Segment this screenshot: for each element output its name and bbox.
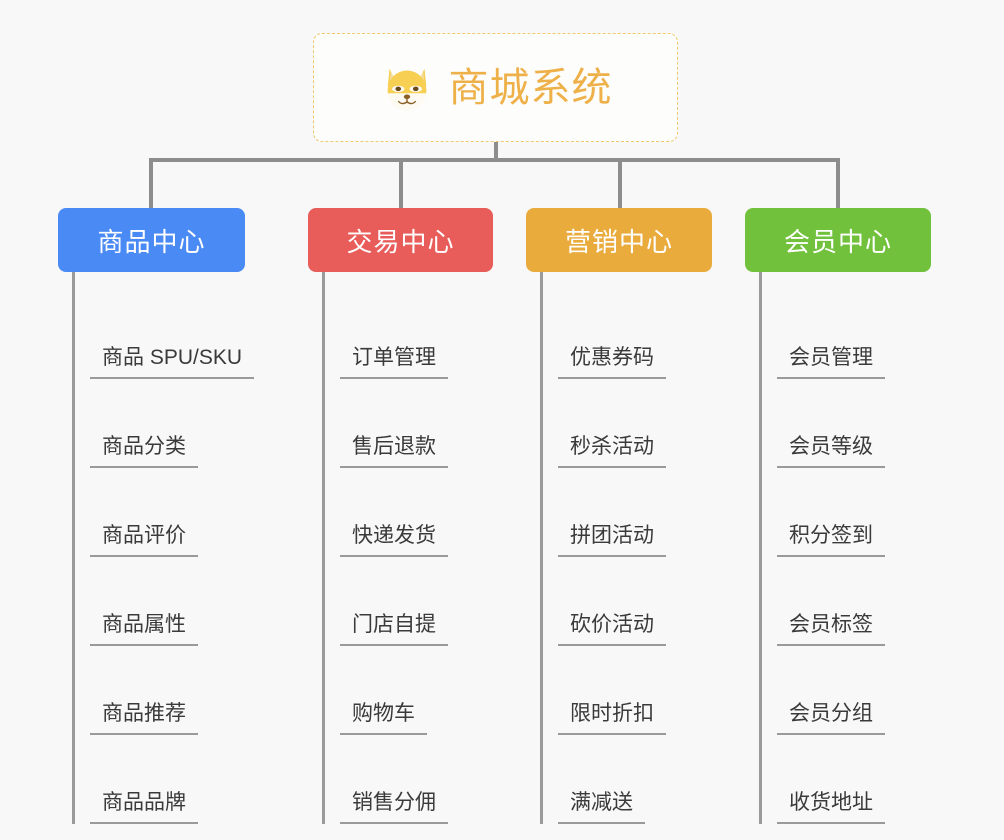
leaf-label: 限时折扣: [558, 703, 666, 735]
list-item[interactable]: 商品属性: [58, 557, 254, 646]
spine-line: [759, 272, 762, 824]
list-item[interactable]: 会员分组: [745, 646, 931, 735]
branch-column-member-center: 会员中心 会员管理 会员等级 积分签到 会员标签 会员分组 收货地址: [745, 208, 931, 824]
leaf-label: 门店自提: [340, 614, 448, 646]
leaf-label: 售后退款: [340, 436, 448, 468]
leaf-list-marketing-center: 优惠券码 秒杀活动 拼团活动 砍价活动 限时折扣 满减送: [526, 272, 712, 824]
spine-line: [72, 272, 75, 824]
category-header-member-center[interactable]: 会员中心: [745, 208, 931, 272]
category-header-marketing-center[interactable]: 营销中心: [526, 208, 712, 272]
list-item[interactable]: 快递发货: [308, 468, 493, 557]
connector-drop-1: [149, 158, 153, 208]
leaf-label: 商品推荐: [90, 703, 198, 735]
leaf-label: 销售分佣: [340, 792, 448, 824]
spine-line: [322, 272, 325, 824]
list-item[interactable]: 会员标签: [745, 557, 931, 646]
list-item[interactable]: 商品评价: [58, 468, 254, 557]
list-item[interactable]: 销售分佣: [308, 735, 493, 824]
branch-column-trade-center: 交易中心 订单管理 售后退款 快递发货 门店自提 购物车 销售分佣: [308, 208, 493, 824]
list-item[interactable]: 订单管理: [308, 290, 493, 379]
leaf-label: 商品 SPU/SKU: [90, 347, 255, 379]
leaf-list-member-center: 会员管理 会员等级 积分签到 会员标签 会员分组 收货地址: [745, 272, 931, 824]
leaf-label: 商品评价: [90, 525, 198, 557]
leaf-label: 会员等级: [777, 436, 885, 468]
leaf-label: 秒杀活动: [558, 436, 666, 468]
connector-root-stem: [494, 142, 498, 162]
list-item[interactable]: 购物车: [308, 646, 493, 735]
list-item[interactable]: 积分签到: [745, 468, 931, 557]
shiba-dog-face-icon: [387, 68, 426, 111]
connector-drop-2: [399, 158, 403, 208]
leaf-label: 积分签到: [777, 525, 885, 557]
leaf-label: 商品分类: [90, 436, 198, 468]
list-item[interactable]: 商品 SPU/SKU: [58, 290, 255, 379]
leaf-label: 订单管理: [340, 347, 448, 379]
leaf-label: 购物车: [340, 703, 427, 735]
category-header-product-center[interactable]: 商品中心: [58, 208, 245, 272]
category-header-trade-center[interactable]: 交易中心: [308, 208, 493, 272]
leaf-list-trade-center: 订单管理 售后退款 快递发货 门店自提 购物车 销售分佣: [308, 272, 493, 824]
list-item[interactable]: 商品分类: [58, 379, 254, 468]
connector-drop-3: [618, 158, 622, 208]
list-item[interactable]: 售后退款: [308, 379, 493, 468]
branch-column-marketing-center: 营销中心 优惠券码 秒杀活动 拼团活动 砍价活动 限时折扣 满减送: [526, 208, 712, 824]
leaf-label: 拼团活动: [558, 525, 666, 557]
leaf-label: 满减送: [558, 792, 645, 824]
connector-horizontal-bar: [149, 158, 840, 162]
leaf-label: 商品属性: [90, 614, 198, 646]
list-item[interactable]: 商品推荐: [58, 646, 254, 735]
root-title: 商城系统: [448, 65, 613, 110]
list-item[interactable]: 会员管理: [745, 290, 931, 379]
leaf-list-product-center: 商品 SPU/SKU 商品分类 商品评价 商品属性 商品推荐 商品品牌: [58, 272, 255, 824]
branch-column-product-center: 商品中心 商品 SPU/SKU 商品分类 商品评价 商品属性 商品推荐 商品品牌: [58, 208, 255, 824]
list-item[interactable]: 限时折扣: [526, 646, 712, 735]
spine-line: [540, 272, 543, 824]
list-item[interactable]: 会员等级: [745, 379, 931, 468]
root-node-mall-system[interactable]: 商城系统: [313, 33, 678, 142]
list-item[interactable]: 满减送: [526, 735, 712, 824]
leaf-label: 快递发货: [340, 525, 448, 557]
connector-drop-4: [836, 158, 840, 208]
list-item[interactable]: 商品品牌: [58, 735, 254, 824]
list-item[interactable]: 优惠券码: [526, 290, 712, 379]
leaf-label: 会员管理: [777, 347, 885, 379]
list-item[interactable]: 秒杀活动: [526, 379, 712, 468]
list-item[interactable]: 砍价活动: [526, 557, 712, 646]
list-item[interactable]: 收货地址: [745, 735, 931, 824]
leaf-label: 砍价活动: [558, 614, 666, 646]
leaf-label: 优惠券码: [558, 347, 666, 379]
list-item[interactable]: 拼团活动: [526, 468, 712, 557]
list-item[interactable]: 门店自提: [308, 557, 493, 646]
leaf-label: 会员分组: [777, 703, 885, 735]
leaf-label: 商品品牌: [90, 792, 198, 824]
leaf-label: 收货地址: [777, 792, 885, 824]
leaf-label: 会员标签: [777, 614, 885, 646]
